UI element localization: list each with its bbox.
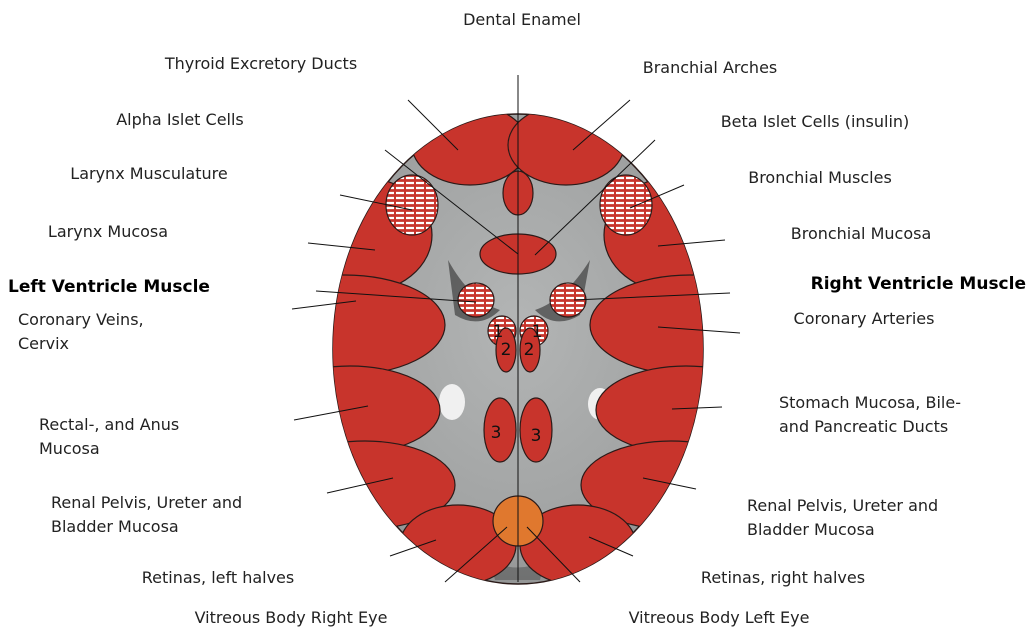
lobe-mid-left [245, 275, 445, 375]
label-right-ventricle: Right Ventricle Muscle [811, 273, 1026, 296]
label-thyroid-ducts: Thyroid Excretory Ducts [165, 52, 357, 75]
lobe-top-right [508, 105, 624, 185]
striped-lobe-right [600, 175, 652, 235]
lobe-lower-left [260, 366, 440, 454]
label-vitreous-left: Vitreous Body Left Eye [629, 606, 810, 629]
region-1-right-number: 1 [532, 322, 543, 342]
lobe-mid-right [590, 275, 790, 375]
label-coronary-veins-line1: Coronary Veins, [18, 308, 144, 331]
region-3-left-number: 3 [491, 423, 502, 443]
label-retinas-left: Retinas, left halves [142, 566, 294, 589]
label-coronary-arteries: Coronary Arteries [794, 307, 935, 330]
striped-center-left [458, 283, 494, 317]
label-renal-right-line2: Bladder Mucosa [747, 518, 875, 541]
label-branchial-arches: Branchial Arches [643, 56, 778, 79]
striped-lobe-left [386, 175, 438, 235]
label-stomach-line1: Stomach Mucosa, Bile- [779, 391, 961, 414]
label-left-ventricle: Left Ventricle Muscle [8, 276, 210, 299]
label-stomach-line2: and Pancreatic Ducts [779, 415, 948, 438]
label-renal-left-line1: Renal Pelvis, Ureter and [51, 491, 242, 514]
label-beta-islet: Beta Islet Cells (insulin) [721, 110, 910, 133]
label-retinas-right: Retinas, right halves [701, 566, 865, 589]
label-renal-right-line1: Renal Pelvis, Ureter and [747, 494, 938, 517]
label-bronchial-muscles: Bronchial Muscles [748, 166, 892, 189]
region-3-right-number: 3 [531, 426, 542, 446]
lobe-lower-right [596, 366, 776, 454]
label-rectal-line1: Rectal-, and Anus [39, 413, 179, 436]
label-bronchial-mucosa: Bronchial Mucosa [791, 222, 932, 245]
region-1-left-number: 1 [493, 322, 504, 342]
label-larynx-muscle: Larynx Musculature [70, 162, 227, 185]
label-renal-left-line2: Bladder Mucosa [51, 515, 179, 538]
label-coronary-veins-line2: Cervix [18, 332, 69, 355]
region-2-left-number: 2 [501, 340, 512, 360]
region-2-right-number: 2 [524, 340, 535, 360]
label-rectal-line2: Mucosa [39, 437, 100, 460]
label-alpha-islet: Alpha Islet Cells [116, 108, 244, 131]
label-larynx-mucosa: Larynx Mucosa [48, 220, 168, 243]
label-dental-enamel: Dental Enamel [463, 8, 581, 31]
label-vitreous-right: Vitreous Body Right Eye [195, 606, 388, 629]
